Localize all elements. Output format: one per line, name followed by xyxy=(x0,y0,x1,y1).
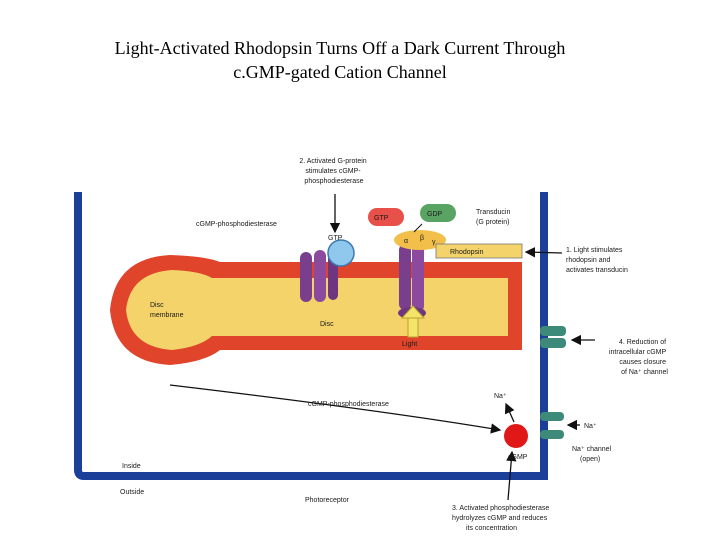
rhodopsin-box xyxy=(435,243,523,259)
gtp-box-label: GTP xyxy=(374,215,389,222)
cgmp-label: cGMP xyxy=(508,454,528,461)
plasma-membrane xyxy=(74,192,548,480)
beta-label: β xyxy=(420,235,424,242)
na-top-label: Na⁺ xyxy=(494,393,507,400)
step3-label: 3. Activated phosphodiesterase hydrolyze… xyxy=(452,505,551,532)
light-label: Light xyxy=(402,341,417,348)
inside-label: Inside xyxy=(122,463,141,470)
gdp-box xyxy=(420,204,456,222)
arrow-na-up xyxy=(504,402,515,423)
transducin-label: Transducin (G protein) xyxy=(476,209,512,226)
na-channel-closed xyxy=(540,326,566,348)
gtp-small-label: GTP xyxy=(328,235,343,242)
arrow-cgmp-pde xyxy=(169,384,502,434)
rhodopsin-label: Rhodopsin xyxy=(450,249,484,256)
disc-membrane-label: Disc membrane xyxy=(150,302,184,319)
arrow-gdp xyxy=(413,223,423,233)
photoreceptor-label: Photoreceptor xyxy=(305,497,350,504)
gtp-sphere xyxy=(327,239,355,267)
cgmp-pde-top-label: cGMP-phosphodiesterase xyxy=(196,221,277,228)
slide-title: Light-Activated Rhodopsin Turns Off a Da… xyxy=(40,36,640,84)
step1-label: 1. Light stimulates rhodopsin and activa… xyxy=(566,247,628,274)
outside-label: Outside xyxy=(120,489,144,496)
cgmp-pde-bottom-label: cGMP-phosphodiesterase xyxy=(308,401,389,408)
gtp-box xyxy=(368,208,404,226)
na-channel-open xyxy=(540,412,564,439)
title-line-2: c.GMP-gated Cation Channel xyxy=(233,62,447,82)
step4-label: 4. Reduction of intracellular cGMP cause… xyxy=(609,339,668,376)
na-channel-label: Na⁺ channel (open) xyxy=(572,446,613,463)
alpha-label: α xyxy=(404,238,408,245)
arrow-step1 xyxy=(524,247,563,258)
arrow-step3 xyxy=(506,450,517,501)
na-right-label: Na⁺ xyxy=(584,423,597,430)
disc-label: Disc xyxy=(320,321,334,328)
title-line-1: Light-Activated Rhodopsin Turns Off a Da… xyxy=(114,38,566,58)
gamma-label: γ xyxy=(432,239,436,246)
step2-label: 2. Activated G-protein stimulates cGMP- … xyxy=(299,158,368,185)
transducin-complex xyxy=(394,230,446,250)
gdp-box-label: GDP xyxy=(427,211,443,218)
cgmp-sphere xyxy=(504,424,528,448)
